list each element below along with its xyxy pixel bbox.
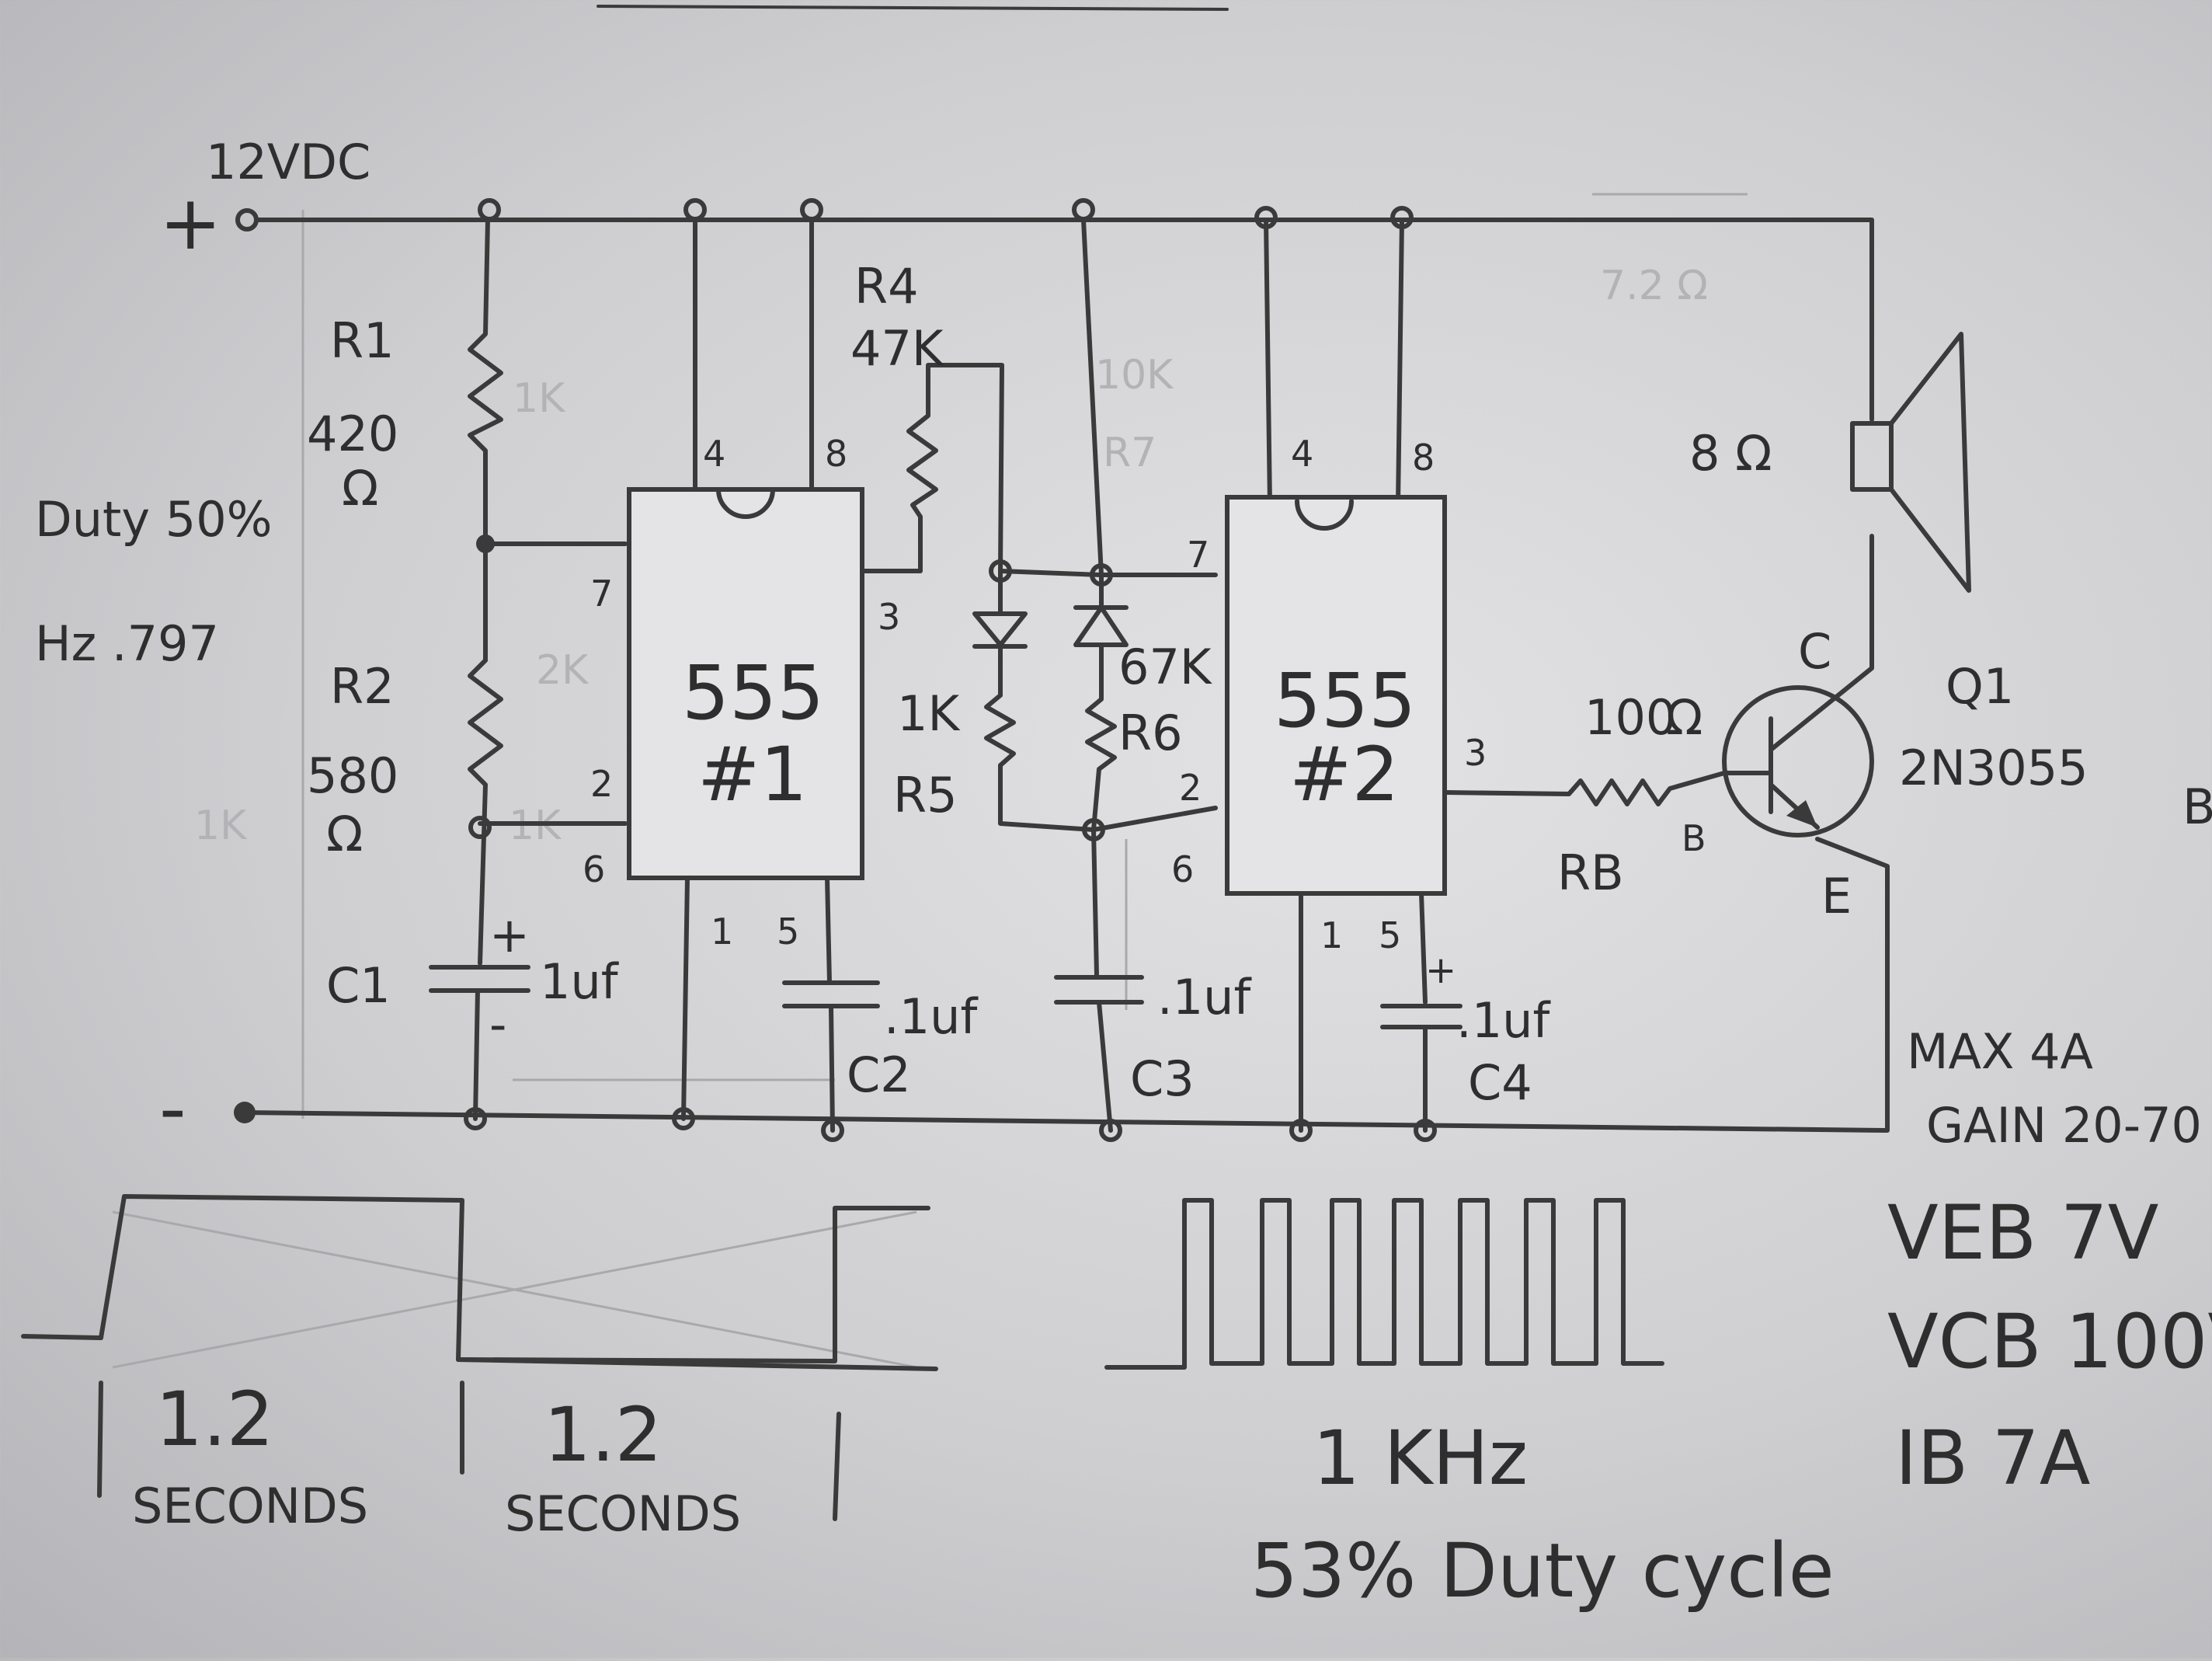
q1-emitter-label: E	[1821, 868, 1852, 925]
ic-555-2: 555 #2 4 8 7 3 2 6 1 5 + .1uf C4	[1171, 218, 1551, 1133]
slow-period1-value: 1.2	[155, 1376, 274, 1463]
coupling-network: R4 47K 1K R5 67K R6 .1uf C3	[850, 218, 1252, 1133]
stage1-duty-label: Duty 50%	[35, 491, 273, 548]
ic2-label-line2: #2	[1289, 731, 1400, 818]
ic1-pin6: 6	[583, 848, 605, 890]
ic1-pin4: 4	[703, 433, 725, 475]
speaker: 8 Ω	[1689, 332, 1971, 593]
ic1-pin7: 7	[590, 573, 613, 615]
q1-base-pin: B	[1682, 817, 1706, 859]
r1-name: R1	[330, 312, 395, 369]
ic2-pin8: 8	[1412, 437, 1435, 479]
slow-period2-value: 1.2	[544, 1391, 663, 1478]
ic2-label-line1: 555	[1274, 657, 1416, 744]
fast-freq-label: 1 KHz	[1313, 1415, 1528, 1502]
c3-name: C3	[1130, 1050, 1195, 1107]
ic-555-1: 555 #1 4 8 7 3 2 6 1 5 .1uf C2	[583, 218, 979, 1133]
spec-ib: IB 7A	[1895, 1415, 2090, 1502]
ic1-pin2: 2	[590, 763, 613, 805]
r1-unit: Ω	[342, 460, 378, 517]
top-edge-line	[596, 5, 1229, 11]
r5-name: R5	[893, 767, 958, 824]
edge-mark: B	[2182, 778, 2212, 835]
r1-value: 420	[307, 406, 398, 462]
c3-value: .1uf	[1157, 969, 1252, 1026]
ic1-pin5: 5	[777, 911, 799, 952]
rb-value: 100	[1584, 689, 1676, 746]
c2-name: C2	[847, 1046, 911, 1103]
speaker-cone	[1889, 332, 1971, 593]
spec-vcb: VCB 100V	[1887, 1298, 2212, 1385]
ground-rail	[234, 837, 1890, 1133]
ic2-pin2: 2	[1179, 767, 1202, 809]
q1-collector-label: C	[1798, 623, 1831, 680]
ic2-pin7: 7	[1187, 534, 1209, 576]
ghost-text-1: 1K	[513, 375, 566, 422]
speaker-label: 8 Ω	[1689, 425, 1772, 482]
ic1-pin8: 8	[825, 433, 847, 475]
stage1-freq-label: Hz .797	[35, 615, 219, 672]
ic2-pin5: 5	[1379, 914, 1401, 956]
ic-555-1-body	[627, 487, 864, 880]
slow-period1-unit: SECONDS	[132, 1478, 368, 1534]
ic2-pin1: 1	[1320, 914, 1343, 956]
ghost-text-2: 10K	[1095, 352, 1174, 399]
c1-plus: +	[489, 907, 530, 963]
supply-minus-label: -	[159, 1065, 186, 1152]
c1-value: 1uf	[540, 953, 620, 1010]
spec-max: MAX 4A	[1907, 1023, 2093, 1080]
fast-waveform: 1 KHz 53% Duty cycle	[1104, 1198, 1835, 1614]
transistor-specs: MAX 4A GAIN 20-70 VEB 7V VCB 100V IB 7A	[1887, 1023, 2212, 1502]
supply-voltage-label: 12VDC	[206, 134, 370, 190]
c1-minus: -	[489, 996, 506, 1053]
erased-marks: 1K 10K R7 7.2 Ω 1K 2K 1K	[112, 193, 1748, 1369]
r6-value: 67K	[1118, 639, 1212, 695]
slow-period2-unit: SECONDS	[505, 1485, 741, 1542]
ic-555-2-body	[1225, 495, 1447, 896]
spec-gain: GAIN 20-70	[1926, 1097, 2202, 1154]
c4-value: .1uf	[1456, 992, 1551, 1049]
r2-value: 580	[307, 747, 398, 804]
r2-name: R2	[330, 658, 395, 715]
speaker-magnet	[1850, 421, 1894, 492]
output-stage: 100 Ω RB B C E Q1 2N3055 8 Ω B	[1442, 332, 2212, 925]
slow-waveform: 1.2 SECONDS 1.2 SECONDS	[21, 1194, 938, 1542]
q1-name: Q1	[1946, 658, 2014, 715]
r5-value: 1K	[897, 685, 960, 742]
c1-name: C1	[326, 957, 391, 1014]
ic2-pin3: 3	[1464, 732, 1487, 774]
ghost-text-3: R7	[1103, 430, 1156, 476]
q1-part: 2N3055	[1899, 740, 2089, 796]
ic1-pin1: 1	[711, 911, 733, 952]
ghost-text-6: 2K	[536, 647, 590, 694]
r4-name: R4	[854, 258, 919, 315]
supply-plus-label: +	[159, 179, 221, 266]
r6-name: R6	[1118, 705, 1183, 761]
r2-unit: Ω	[326, 806, 363, 862]
r4-value: 47K	[850, 320, 944, 377]
positive-rail	[235, 208, 1874, 422]
fast-duty-label: 53% Duty cycle	[1250, 1527, 1835, 1614]
ic2-pin4: 4	[1291, 433, 1313, 475]
c2-value: .1uf	[884, 988, 979, 1045]
rb-unit: Ω	[1666, 689, 1702, 746]
ic1-label-line2: #1	[697, 731, 808, 818]
ic1-pin3: 3	[878, 596, 900, 638]
q1-transistor-symbol	[1722, 685, 1874, 837]
ic1-label-line1: 555	[682, 649, 824, 736]
ic2-pin6: 6	[1171, 848, 1194, 890]
spec-veb: VEB 7V	[1887, 1189, 2158, 1276]
c4-polarity: +	[1425, 949, 1456, 992]
ghost-text-4: 7.2 Ω	[1600, 263, 1708, 309]
stage1-timing-network: R1 420 Ω R2 580 Ω C1 1uf + -	[307, 218, 628, 1121]
c4-name: C4	[1468, 1054, 1532, 1111]
rb-name: RB	[1557, 844, 1624, 901]
ghost-text-7: 1K	[194, 803, 248, 849]
